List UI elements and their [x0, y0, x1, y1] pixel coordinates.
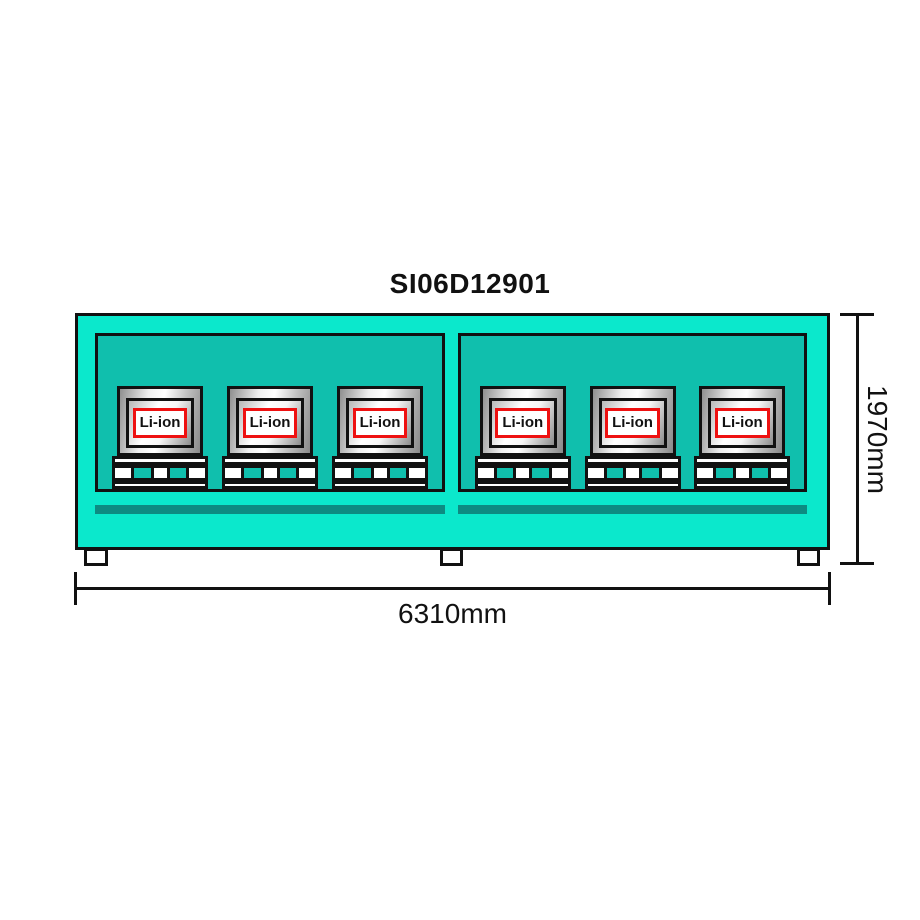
pallet-gap [639, 468, 662, 478]
pallet-blocks [332, 465, 428, 481]
pallet-gap [276, 468, 299, 478]
pallet-gap [493, 468, 517, 478]
pallet-gap [713, 468, 736, 478]
battery-unit: Li-ion [332, 386, 428, 489]
battery-type-label: Li-ion [132, 408, 188, 438]
pallet-deck-bottom [222, 481, 318, 489]
battery-module-face: Li-ion [126, 398, 194, 448]
battery-compartment-left: Li-ion Li-ion [95, 333, 445, 492]
width-dimension-label: 6310mm [398, 598, 507, 629]
pallet-block [373, 468, 387, 478]
battery-module-face: Li-ion [488, 398, 557, 448]
pallet-block [661, 468, 678, 478]
vent-stripe-left [95, 505, 445, 514]
battery-unit: Li-ion [474, 386, 571, 489]
height-dimension-cap-top [840, 313, 874, 316]
height-dimension-label-wrap: 1970mm [861, 313, 893, 565]
battery-unit: Li-ion [222, 386, 318, 489]
pallet-block [189, 468, 205, 478]
height-dimension-cap-bottom [840, 562, 874, 565]
battery-module-face: Li-ion [346, 398, 414, 448]
pallet-deck-bottom [584, 481, 681, 489]
pallet-gap [529, 468, 552, 478]
container-foot-left [84, 548, 108, 566]
battery-module-face: Li-ion [236, 398, 304, 448]
width-dimension-tick-right [828, 572, 831, 605]
pallet-deck-bottom [112, 481, 208, 489]
battery-type-label: Li-ion [605, 408, 660, 438]
battery-module: Li-ion [227, 386, 313, 456]
battery-type-label: Li-ion [495, 408, 551, 438]
battery-unit: Li-ion [694, 386, 791, 489]
battery-type-label: Li-ion [714, 408, 770, 438]
battery-type-label: Li-ion [242, 408, 298, 438]
battery-type-label: Li-ion [352, 408, 408, 438]
pallet-gap [166, 468, 189, 478]
pallet-block [516, 468, 530, 478]
pallet-block [551, 468, 568, 478]
pallet-blocks [112, 465, 208, 481]
pallet-gap [748, 468, 772, 478]
battery-module: Li-ion [337, 386, 423, 456]
pallet-deck-top [474, 456, 571, 465]
battery-module: Li-ion [117, 386, 203, 456]
pallet-block [771, 468, 788, 478]
pallet-block [409, 468, 425, 478]
width-dimension-line [75, 587, 830, 590]
pallet-blocks [222, 465, 318, 481]
pallet-block [735, 468, 749, 478]
pallet-deck-top [332, 456, 428, 465]
width-dimension-tick-left [74, 572, 77, 605]
pallet-blocks [584, 465, 681, 481]
pallet-gap [386, 468, 409, 478]
pallet-gap [241, 468, 264, 478]
battery-unit: Li-ion [584, 386, 681, 489]
pallet-deck-top [694, 456, 791, 465]
pallet-deck-top [584, 456, 681, 465]
battery-compartment-right: Li-ion Li-ion [458, 333, 807, 492]
pallet-deck-top [112, 456, 208, 465]
pallet-block [626, 468, 639, 478]
pallet-deck-bottom [474, 481, 571, 489]
battery-unit: Li-ion [112, 386, 208, 489]
battery-container-outline: Li-ion Li-ion [75, 313, 830, 550]
container-foot-center [440, 548, 463, 566]
pallet-block [697, 468, 714, 478]
battery-module: Li-ion [699, 386, 786, 456]
pallet-block [225, 468, 241, 478]
pallet-block [335, 468, 351, 478]
battery-module-face: Li-ion [598, 398, 667, 448]
battery-module: Li-ion [479, 386, 566, 456]
battery-module: Li-ion [589, 386, 676, 456]
pallet-gap [351, 468, 374, 478]
pallet-block [587, 468, 604, 478]
pallet-block [263, 468, 277, 478]
drawing-title: SI06D12901 [389, 268, 551, 299]
container-foot-right [797, 548, 820, 566]
pallet-deck-top [222, 456, 318, 465]
height-dimension-label: 1970mm [862, 384, 893, 494]
pallet-blocks [694, 465, 791, 481]
pallet-gap [603, 468, 626, 478]
pallet-gap [131, 468, 154, 478]
pallet-block [153, 468, 167, 478]
pallet-blocks [474, 465, 571, 481]
battery-module-face: Li-ion [708, 398, 777, 448]
pallet-block [299, 468, 315, 478]
pallet-deck-bottom [694, 481, 791, 489]
pallet-block [477, 468, 494, 478]
pallet-deck-bottom [332, 481, 428, 489]
vent-stripe-right [458, 505, 807, 514]
height-dimension-line [856, 313, 859, 565]
pallet-block [115, 468, 131, 478]
